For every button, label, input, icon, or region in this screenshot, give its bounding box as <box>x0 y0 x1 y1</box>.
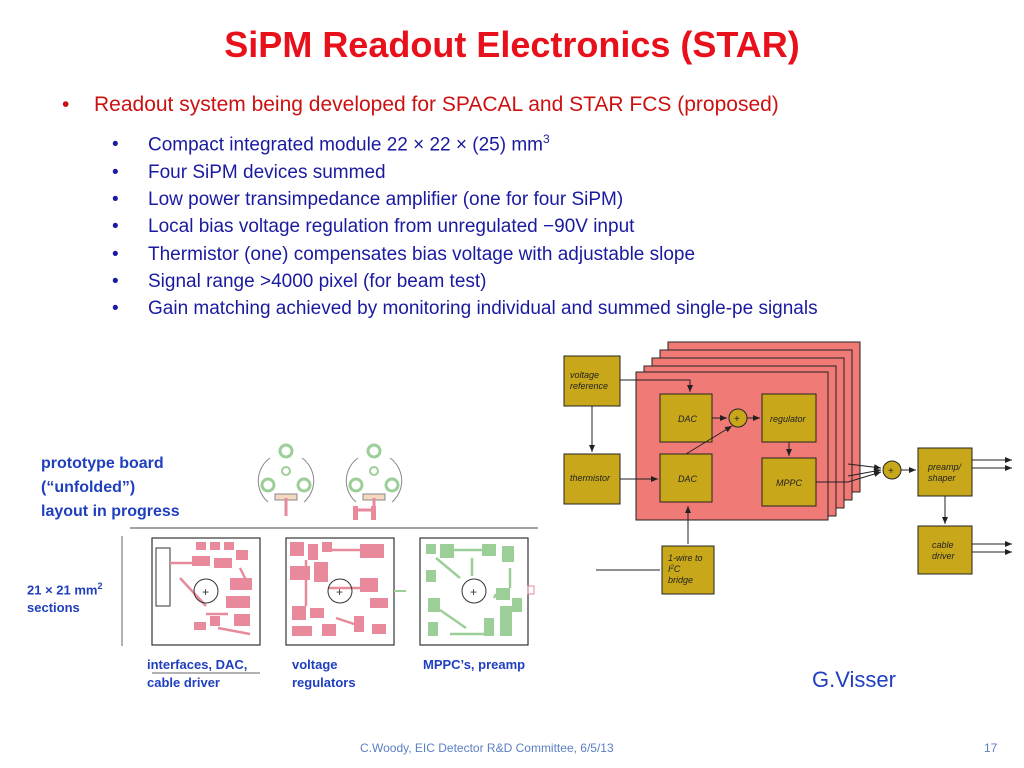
sub-bullet: • Low power transimpedance amplifier (one… <box>112 186 818 213</box>
label-line: cable driver <box>147 675 220 690</box>
bullet-marker: • <box>112 270 119 292</box>
block-label: preamp/ <box>927 462 963 472</box>
author-credit: G.Visser <box>812 667 896 692</box>
bullet-marker: • <box>112 188 119 210</box>
label-line: MPPC’s, preamp <box>423 657 526 672</box>
bullet-marker: • <box>62 93 70 116</box>
label-line: layout in progress <box>41 503 180 520</box>
block-label: bridge <box>668 575 693 585</box>
block-label: 1-wire to <box>668 553 703 563</box>
sub-bullet-text: Gain matching achieved by monitoring ind… <box>148 298 818 320</box>
connector-left <box>257 443 315 503</box>
dac-top-block: DAC <box>659 393 713 443</box>
sub-bullet-text: Thermistor (one) compensates bias voltag… <box>148 243 696 265</box>
superscript: 2 <box>97 581 103 591</box>
bullet-marker: • <box>112 298 119 320</box>
prototype-board-label: prototype board (“unfolded”) layout in p… <box>41 452 180 524</box>
dac-bottom-block: DAC <box>659 453 713 503</box>
label-line: (“unfolded”) <box>41 479 136 496</box>
footer-text: C.Woody, EIC Detector R&D Committee, 6/5… <box>360 741 614 755</box>
block-label: reference <box>570 381 608 391</box>
onewire-i2c-bridge-block: 1-wire to I2C bridge <box>661 545 715 595</box>
superscript: 3 <box>542 132 550 146</box>
sub-bullet-list: • Compact integrated module 22 × 22 × (25… <box>112 126 818 322</box>
label-line: prototype board <box>41 455 164 472</box>
connector-right <box>345 443 403 503</box>
sub-bullet-text: Signal range >4000 pixel (for beam test) <box>148 270 487 292</box>
label-line: 21 × 21 mm2 <box>27 577 102 599</box>
label-text: 21 × 21 mm <box>27 582 98 598</box>
slide-title: SiPM Readout Electronics (STAR) <box>224 24 800 65</box>
page-number: 17 <box>984 741 998 755</box>
label-line: voltage <box>292 657 338 672</box>
plus-label: + <box>734 414 740 425</box>
connector-trace <box>284 498 376 516</box>
sub-bullet: • Thermistor (one) compensates bias volta… <box>112 241 818 268</box>
label-line: sections <box>27 600 80 616</box>
pcb-layout-drawing: + + + <box>121 443 538 674</box>
block-label: regulator <box>770 414 807 424</box>
block-label: thermistor <box>570 473 611 483</box>
sections-label: 21 × 21 mm2 sections <box>27 577 102 617</box>
block-label: shaper <box>928 473 957 483</box>
block-wiring <box>589 379 1012 571</box>
main-bullet: • Readout system being developed for SPAC… <box>62 93 779 117</box>
sub-bullet-text: Four SiPM devices summed <box>148 161 386 183</box>
bullet-marker: • <box>112 216 119 238</box>
pcb-section-regulators: + <box>285 537 406 646</box>
sub-bullet-text: Low power transimpedance amplifier (one … <box>148 188 624 210</box>
block-label: driver <box>932 551 956 561</box>
sub-bullet: • Local bias voltage regulation from unre… <box>112 213 818 240</box>
mppc-block: MPPC <box>761 457 817 507</box>
thermistor-block: thermistor <box>563 453 621 505</box>
main-bullet-text: Readout system being developed for SPACA… <box>94 93 779 116</box>
pcb-component <box>371 506 376 520</box>
regulator-block: regulator <box>761 393 817 443</box>
sub-bullet-text: Compact integrated module 22 × 22 × (25)… <box>148 134 543 156</box>
bullet-marker: • <box>112 134 119 156</box>
voltage-regulators-label: voltage regulators <box>292 656 356 692</box>
sub-bullet-text: Local bias voltage regulation from unreg… <box>148 216 635 238</box>
sub-bullet: • Compact integrated module 22 × 22 × (25… <box>112 126 818 159</box>
cable-driver-block: cable driver <box>917 525 973 575</box>
block-label: I2C <box>668 564 681 574</box>
bullet-marker: • <box>112 161 119 183</box>
bullet-marker: • <box>112 243 119 265</box>
sub-bullet: • Four SiPM devices summed <box>112 159 818 186</box>
interfaces-label: interfaces, DAC, cable driver <box>147 656 247 692</box>
block-label: DAC <box>678 414 698 424</box>
label-line: regulators <box>292 675 356 690</box>
pcb-section-mppc: + <box>419 537 535 646</box>
preamp-shaper-block: preamp/ shaper <box>917 447 973 497</box>
block-label: MPPC <box>776 478 803 488</box>
label-part: I <box>668 564 671 574</box>
plus-label: + <box>888 466 894 477</box>
sub-bullet: • Signal range >4000 pixel (for beam test… <box>112 268 818 295</box>
pcb-component <box>353 506 358 520</box>
block-label: voltage <box>570 370 599 380</box>
summing-node-bias: + <box>728 408 748 428</box>
sub-bullet: • Gain matching achieved by monitoring in… <box>112 295 818 322</box>
summing-node-signal: + <box>882 460 902 480</box>
svg-text:+: + <box>470 585 477 599</box>
label-line: interfaces, DAC, <box>147 657 248 672</box>
svg-text:+: + <box>336 585 343 599</box>
block-label: cable <box>932 540 954 550</box>
voltage-reference-block: voltage reference <box>563 355 621 407</box>
block-label: DAC <box>678 474 698 484</box>
mppc-preamp-label: MPPC’s, preamp <box>423 656 525 674</box>
svg-text:+: + <box>202 585 209 599</box>
label-part: C <box>674 564 681 574</box>
pcb-section-interfaces: + <box>151 537 261 646</box>
superscript: 2 <box>670 565 675 571</box>
block-diagram: voltage reference thermistor DAC DAC reg… <box>563 341 1012 595</box>
